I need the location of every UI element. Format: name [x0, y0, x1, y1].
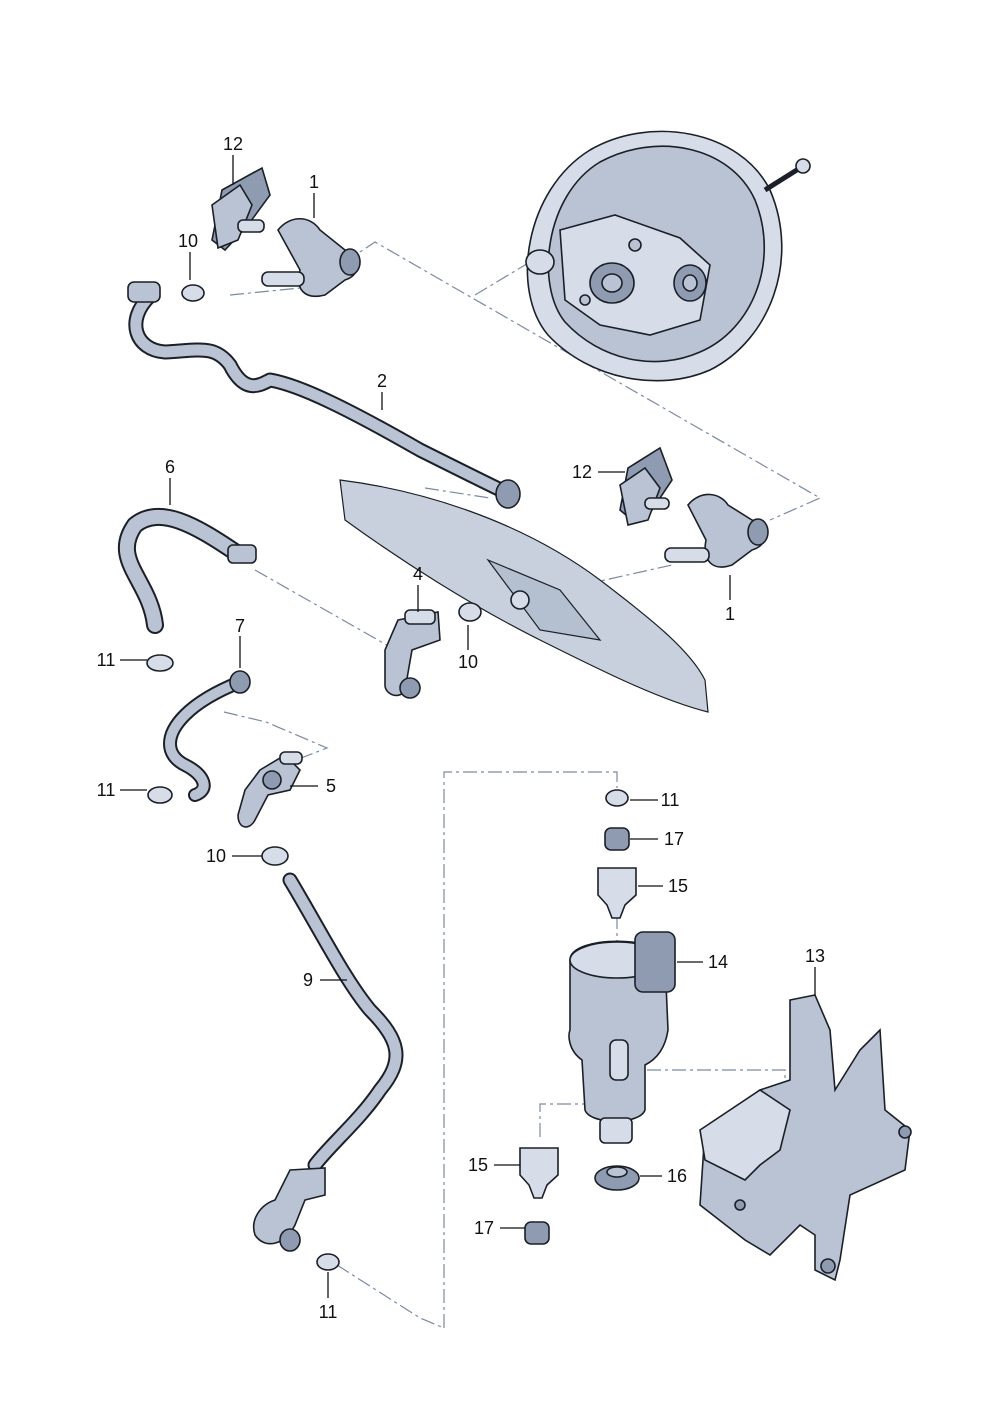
callout-2: 2 — [377, 371, 387, 391]
callout-14: 14 — [708, 952, 728, 972]
bracket-13 — [699, 994, 912, 1282]
brake-booster — [525, 130, 811, 382]
callout-16: 16 — [667, 1166, 687, 1186]
callout-7: 7 — [235, 616, 245, 636]
valve-5 — [237, 751, 303, 828]
hose-7 — [163, 670, 251, 802]
hose-9 — [253, 872, 404, 1252]
callout-10-top: 10 — [178, 231, 198, 251]
callout-11-d: 11 — [319, 1302, 338, 1322]
reservoir-14 — [568, 931, 676, 1191]
callout-5: 5 — [326, 776, 336, 796]
callout-13: 13 — [805, 946, 825, 966]
sensor-1-top — [211, 166, 361, 297]
callout-12-lower: 12 — [572, 462, 592, 482]
callout-15-b: 15 — [468, 1155, 488, 1175]
callout-15-a: 15 — [668, 876, 688, 896]
valve-4 — [384, 609, 441, 699]
leader-lines — [120, 155, 816, 1298]
callout-10-mid: 10 — [458, 652, 478, 672]
callout-11-b: 11 — [97, 780, 116, 800]
hose-clips — [146, 284, 629, 1271]
callout-17-b: 17 — [474, 1218, 494, 1238]
hose-6 — [117, 507, 257, 634]
callout-6: 6 — [165, 457, 175, 477]
callout-12-top: 12 — [223, 134, 243, 154]
callout-1-lower: 1 — [725, 604, 735, 624]
body-panel — [339, 479, 709, 713]
callout-11-c: 11 — [661, 790, 680, 810]
callout-4: 4 — [413, 564, 423, 584]
assembly-lines — [223, 241, 822, 1329]
hose-2 — [127, 281, 521, 509]
callout-labels: 12 1 10 2 6 12 4 1 11 10 7 11 5 10 11 17… — [97, 134, 825, 1322]
callout-9: 9 — [303, 970, 313, 990]
callout-1-top: 1 — [309, 172, 319, 192]
callout-17-a: 17 — [664, 829, 684, 849]
callout-11-a: 11 — [97, 650, 116, 670]
sensor-1-lower — [619, 446, 769, 568]
caps-connectors — [519, 827, 637, 1245]
callout-10-low: 10 — [206, 846, 226, 866]
